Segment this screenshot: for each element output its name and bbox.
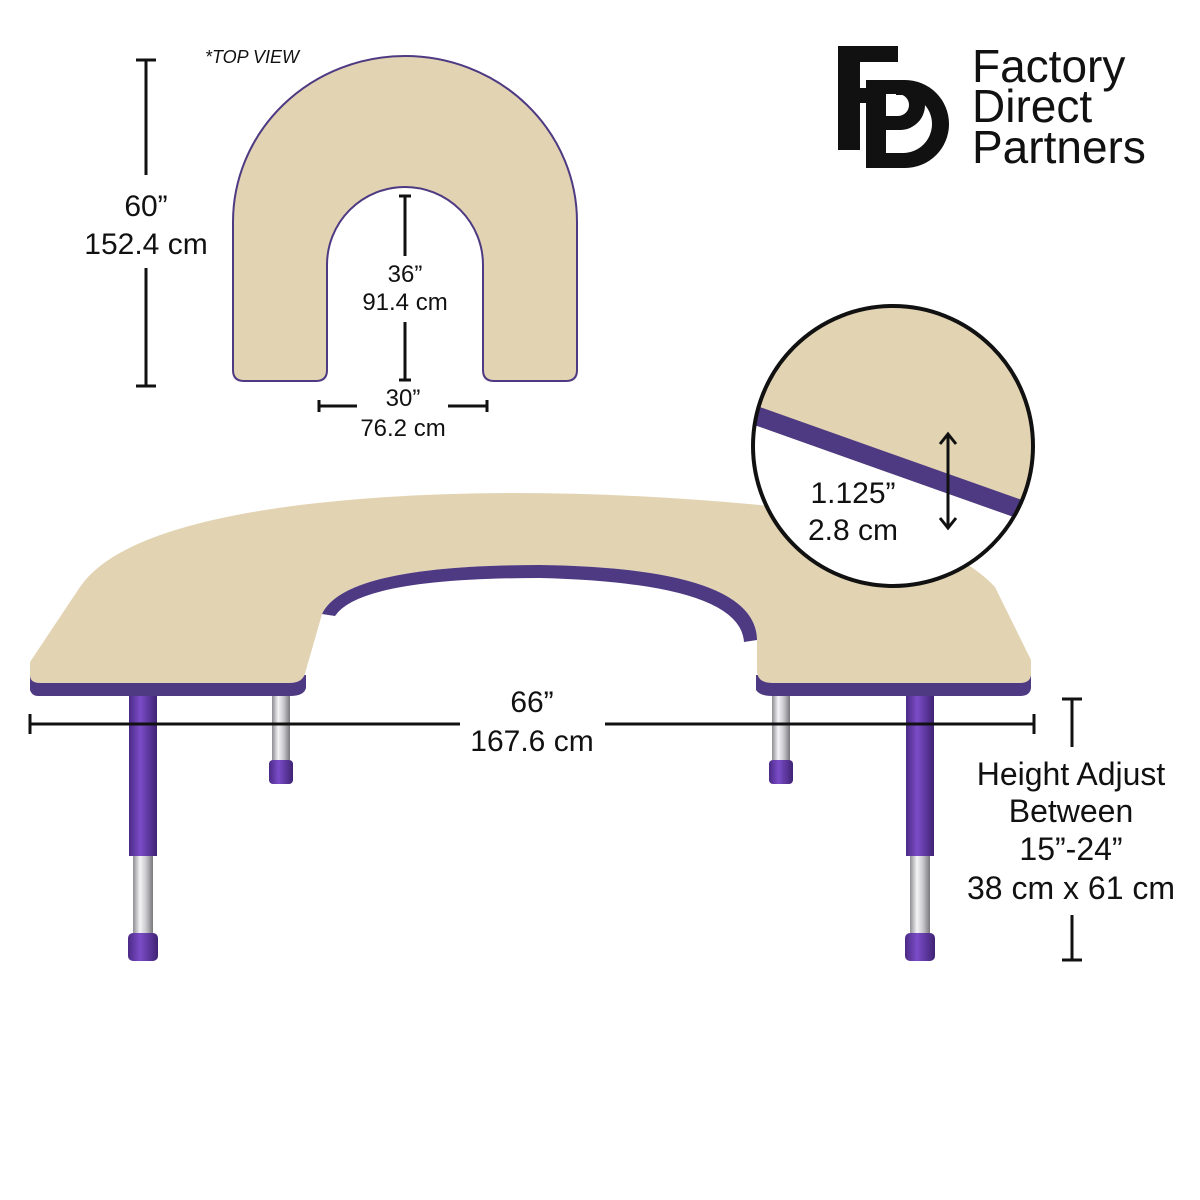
fdp-logo-mark — [838, 46, 949, 168]
width-dimension: 66” 167.6 cm — [28, 686, 1036, 758]
top-view: *TOP VIEW 60” 152.4 cm 36” 91.4 cm 30 — [84, 47, 578, 442]
front-right-leg — [905, 696, 935, 961]
height-adjust-range-in: 15”-24” — [1019, 831, 1122, 867]
thickness-arrow — [938, 431, 958, 531]
top-view-tabletop-shape — [232, 55, 578, 382]
thickness-inches: 1.125” — [810, 477, 895, 510]
width-inches: 66” — [510, 686, 553, 719]
brand-line-partners: Partners — [972, 121, 1146, 173]
tabletop-inner-edge — [322, 565, 757, 642]
depth-dimension: 60” 152.4 cm — [84, 58, 208, 388]
brand-line-factory: Factory — [972, 40, 1125, 92]
inner-width-cm: 76.2 cm — [360, 415, 445, 442]
height-adjust-line1: Height Adjust — [977, 756, 1166, 792]
front-left-leg — [128, 696, 158, 961]
height-adjust-range-cm: 38 cm x 61 cm — [967, 870, 1175, 906]
height-adjust-dimension: Height Adjust Between 15”-24” 38 cm x 61… — [967, 697, 1175, 962]
edge-thickness-detail: 1.125” 2.8 cm — [751, 304, 1035, 588]
inner-width-inches: 30” — [386, 385, 421, 412]
depth-cm: 152.4 cm — [84, 228, 207, 261]
width-cm: 167.6 cm — [470, 725, 593, 758]
tabletop — [30, 493, 1031, 683]
inner-depth-inches: 36” — [388, 261, 423, 288]
inner-depth-cm: 91.4 cm — [362, 289, 447, 316]
depth-inches: 60” — [124, 190, 167, 223]
brand-logo: Factory Direct Partners — [838, 40, 1146, 173]
thickness-cm: 2.8 cm — [808, 514, 898, 547]
inner-width-dimension: 30” 76.2 cm — [317, 385, 489, 442]
top-view-note: *TOP VIEW — [205, 47, 301, 67]
back-left-leg — [269, 688, 293, 784]
inner-depth-dimension: 36” 91.4 cm — [362, 194, 448, 382]
table-perspective — [30, 493, 1031, 961]
brand-line-direct: Direct — [972, 80, 1092, 132]
back-right-leg — [769, 688, 793, 784]
height-adjust-line2: Between — [1009, 793, 1134, 829]
